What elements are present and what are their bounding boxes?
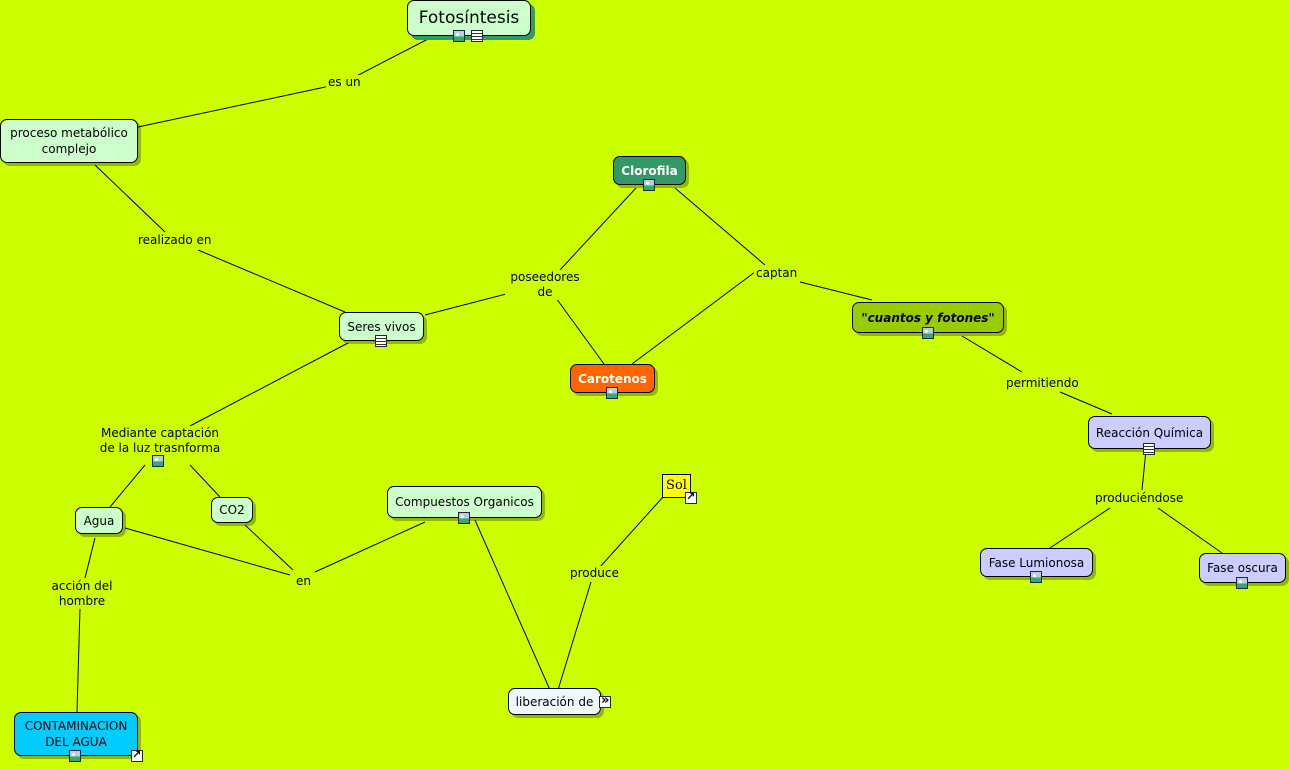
link-mediante-captacion: Mediante captación de la luz trasnforma [92,426,228,456]
image-icon[interactable] [606,387,618,399]
image-icon[interactable] [643,179,655,191]
image-icon[interactable] [922,327,934,339]
image-icon[interactable] [1030,571,1042,583]
image-icon[interactable] [1236,577,1248,589]
external-link-icon[interactable] [685,490,697,504]
link-produce: produce [568,566,621,581]
link-es-un: es un [326,75,363,90]
link-poseedores-de: poseedores de [505,270,585,300]
link-captan: captan [754,266,800,281]
concept-liberacion-de[interactable]: liberación de [508,688,601,715]
image-icon[interactable] [453,30,465,42]
document-icon[interactable] [375,335,387,347]
link-permitiendo: permitiendo [1004,376,1081,391]
concept-seres-vivos[interactable]: Seres vivos [339,312,424,341]
concept-agua[interactable]: Agua [75,507,123,534]
link-realizado-en: realizado en [136,233,214,248]
link-accion-del-hombre: acción del hombre [44,579,120,609]
image-icon[interactable] [69,750,81,762]
concept-contaminacion-del-agua[interactable]: CONTAMINACION DEL AGUA [14,712,138,756]
link-produciendose: produciéndose [1093,491,1186,506]
concept-fotosintesis[interactable]: Fotosíntesis [407,0,531,36]
image-icon[interactable] [152,455,164,467]
concept-proceso-metabolico[interactable]: proceso metabólico complejo [0,119,138,163]
image-icon[interactable] [458,512,470,524]
link-en: en [294,574,313,589]
document-icon[interactable] [471,30,483,42]
navigate-next-icon[interactable] [599,693,611,708]
concept-clorofila[interactable]: Clorofila [613,156,686,185]
concept-co2[interactable]: CO2 [211,497,253,523]
document-icon[interactable] [1143,443,1155,455]
external-link-icon[interactable] [131,748,143,762]
concept-compuestos-organicos[interactable]: Compuestos Organicos [387,486,542,518]
